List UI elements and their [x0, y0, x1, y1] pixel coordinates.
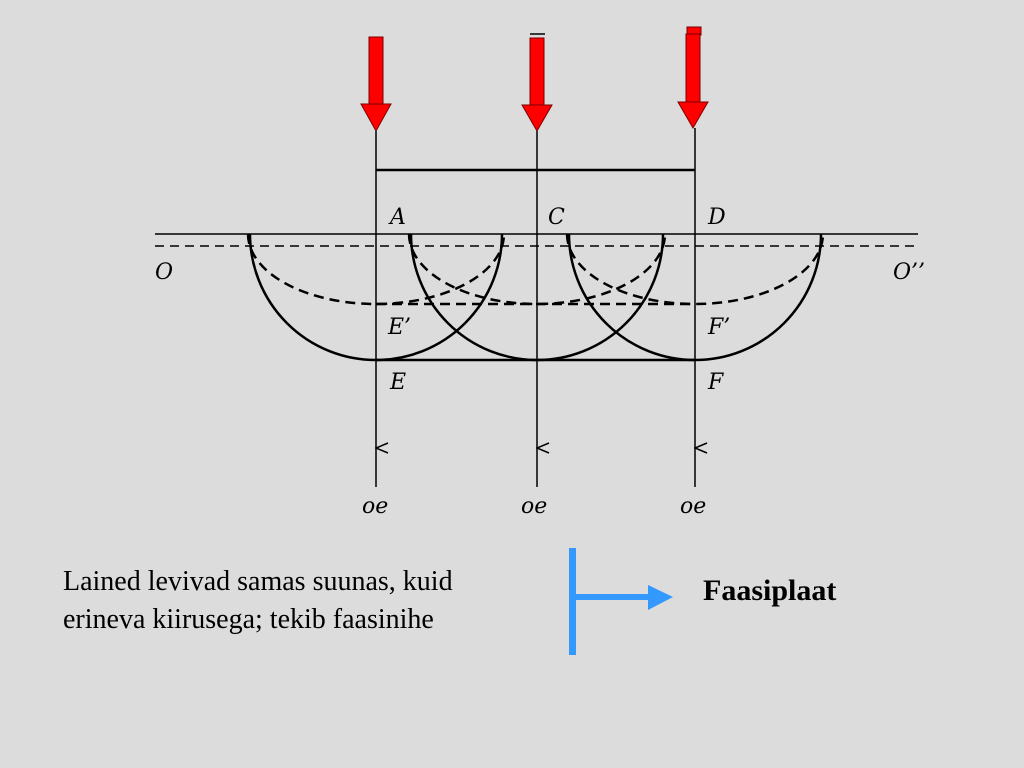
ordinary-wavelets	[248, 233, 823, 362]
label-oe-center: oe	[521, 494, 547, 519]
caption-line-1: Lained levivad samas suunas, kuid	[63, 566, 453, 597]
label-d: D	[707, 205, 726, 230]
label-oe-right: oe	[680, 494, 706, 519]
side-title: Faasiplaat	[703, 574, 837, 607]
label-a: A	[388, 205, 406, 230]
label-o-right: O’’	[893, 260, 925, 285]
caption-line-2: erineva kiirusega; tekib faasinihe	[63, 604, 434, 635]
label-o-left: O	[155, 260, 173, 285]
incident-arrow-center-icon	[521, 33, 553, 133]
incident-arrow-right-icon	[677, 26, 709, 130]
label-e-prime: E’	[387, 315, 411, 340]
label-c: C	[548, 205, 565, 230]
label-oe-left: oe	[362, 494, 388, 519]
blue-pointer-arrow-icon	[569, 548, 673, 655]
incident-arrow-left-icon	[360, 36, 392, 133]
caption-text: Lained levivad samas suunas, kuid erinev…	[63, 563, 563, 639]
label-f-prime: F’	[707, 315, 730, 340]
label-e: E	[389, 370, 406, 395]
extraordinary-wavelets	[246, 233, 825, 306]
label-f: F	[707, 370, 724, 395]
